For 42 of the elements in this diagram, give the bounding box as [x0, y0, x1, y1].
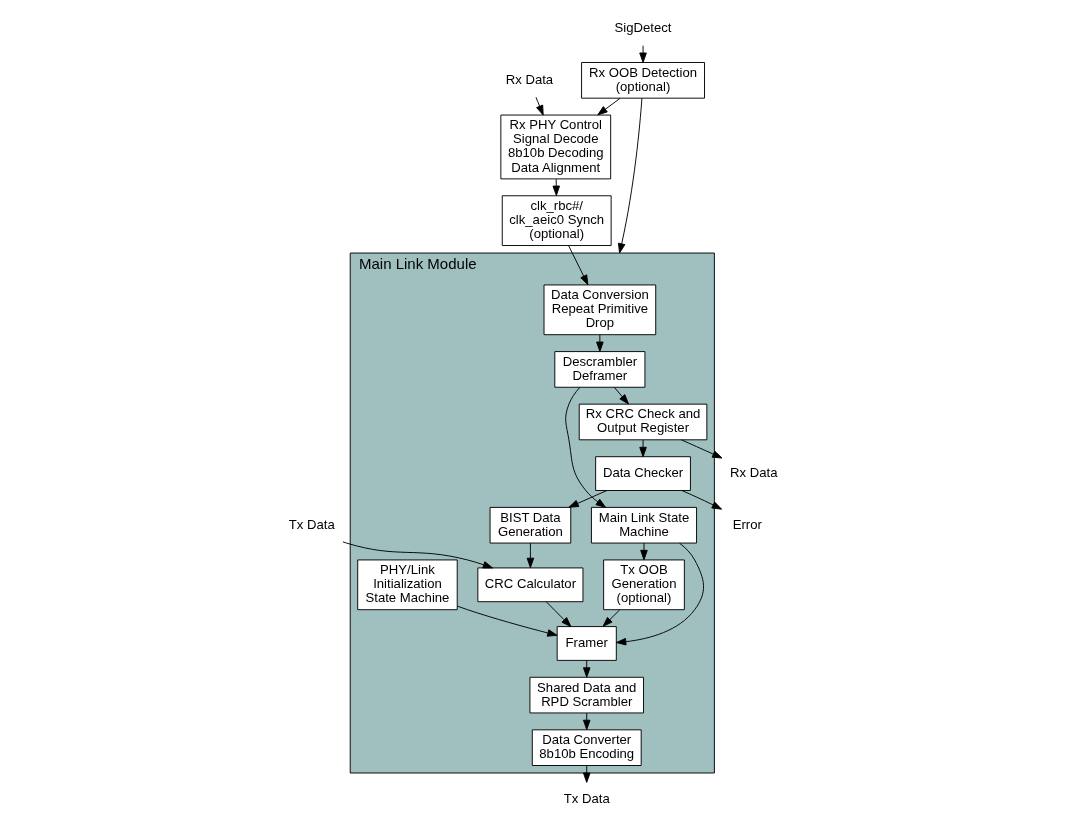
node-box: CRC Calculator: [476, 567, 583, 603]
node-text: SigDetect: [614, 20, 671, 36]
node-box: Rx PHY Control Signal Decode 8b10b Decoding Data Alignment: [499, 114, 611, 180]
arrow: [639, 542, 648, 561]
node-text: Tx Data: [563, 790, 610, 806]
arrow: [595, 334, 604, 352]
arrow: [567, 245, 588, 286]
node-box: BIST Data Generation: [489, 506, 571, 544]
arrow: [602, 609, 620, 627]
node-box: Data Conversion Repeat Primitive Drop: [543, 284, 656, 336]
arrow: [582, 712, 590, 731]
node-box: Rx CRC Check and Output Register: [578, 403, 707, 441]
arrow: [638, 439, 647, 458]
node-box: Data Checker: [594, 456, 691, 491]
node-box: PHY/Link Initialization State Machine: [356, 559, 458, 611]
arrow: [564, 387, 606, 508]
arrow: [456, 605, 558, 637]
arrow: [582, 659, 590, 678]
arrow: [617, 97, 642, 254]
node-text: Rx Data: [505, 71, 553, 87]
arrow: [552, 178, 560, 196]
arrow: [596, 97, 621, 116]
node-box: Framer: [556, 626, 617, 661]
arrow: [526, 542, 534, 569]
arrow: [535, 96, 544, 116]
arrow: [567, 490, 607, 508]
node-text: Rx Data: [729, 465, 778, 481]
node-box: Main Link State Machine: [590, 506, 697, 544]
node-text: Error: [732, 516, 762, 532]
node-box: Data Converter 8b10b Encoding: [531, 729, 642, 766]
node-box: Descrambler Deframer: [553, 351, 645, 388]
node-box: Rx OOB Detection (optional): [580, 62, 705, 99]
node-box: Shared Data and RPD Scrambler: [529, 676, 644, 714]
arrow: [545, 601, 571, 628]
node-text: Tx Data: [288, 516, 335, 532]
arrow: [615, 542, 704, 646]
arrow: [681, 490, 722, 510]
node-box: Tx OOB Generation (optional): [602, 559, 685, 611]
node-box: clk_rbc#/ clk_aeic0 Synch (optional): [501, 195, 612, 246]
arrow: [613, 387, 629, 405]
arrow: [638, 45, 647, 63]
arrow: [680, 439, 722, 459]
